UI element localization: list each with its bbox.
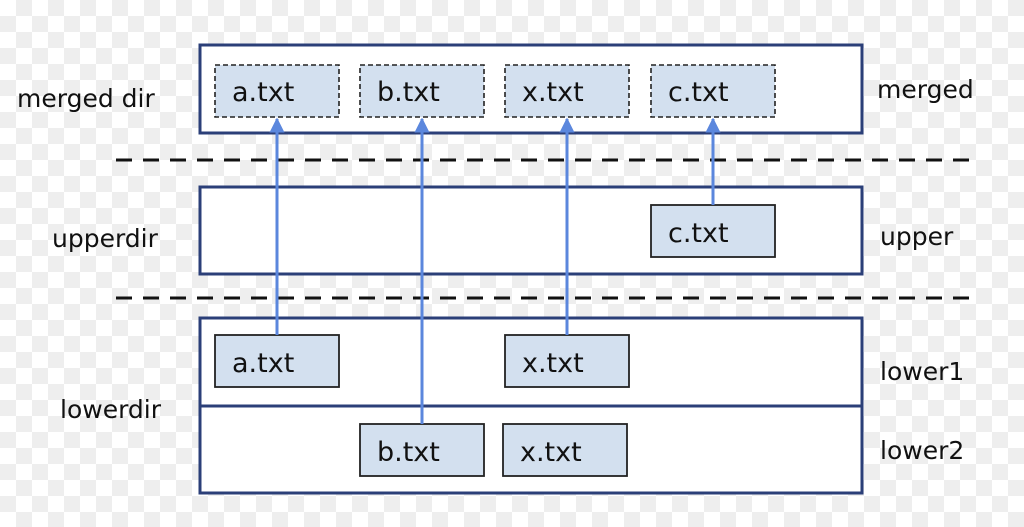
- file-label: c.txt: [668, 77, 729, 108]
- file-label: b.txt: [377, 77, 440, 108]
- merged-label: merged: [877, 75, 974, 104]
- file-label: x.txt: [522, 77, 584, 108]
- upper-file-c: c.txt: [650, 204, 776, 258]
- upperdir-label: upperdir: [52, 224, 159, 253]
- lower2-file-x: x.txt: [502, 423, 628, 477]
- file-label: x.txt: [520, 437, 582, 468]
- merged-file-x: x.txt: [504, 64, 630, 118]
- file-label: b.txt: [377, 437, 440, 468]
- file-label: a.txt: [232, 348, 294, 379]
- file-label: x.txt: [522, 348, 584, 379]
- merged-file-c: c.txt: [650, 64, 776, 118]
- file-label: c.txt: [668, 218, 729, 249]
- merged-dir-label: merged dir: [17, 84, 155, 113]
- lower1-file-x: x.txt: [504, 334, 630, 388]
- file-label: a.txt: [232, 77, 294, 108]
- lower2-file-b: b.txt: [359, 423, 485, 477]
- merged-file-a: a.txt: [214, 64, 340, 118]
- lower2-label: lower2: [880, 436, 964, 465]
- lower1-file-a: a.txt: [214, 334, 340, 388]
- merged-file-b: b.txt: [359, 64, 485, 118]
- upper-label: upper: [880, 222, 954, 251]
- lower1-label: lower1: [880, 357, 964, 386]
- lowerdir-label: lowerdir: [60, 395, 162, 424]
